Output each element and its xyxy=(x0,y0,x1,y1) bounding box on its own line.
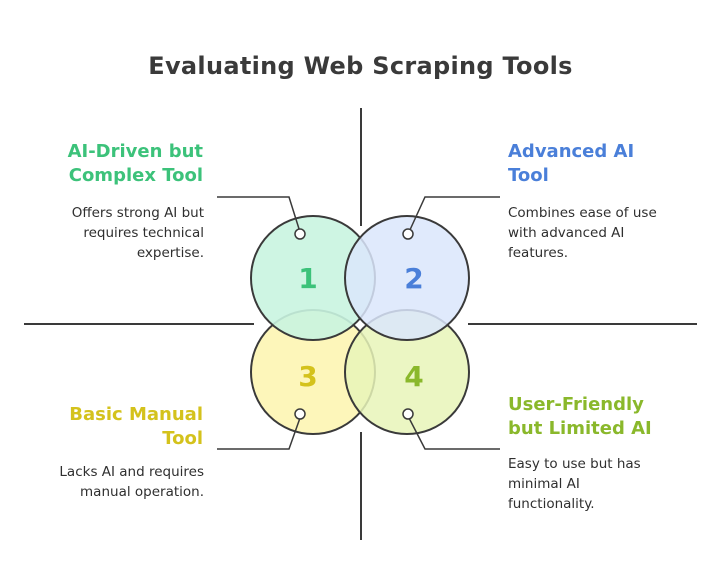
quadrant-2-description: Combines ease of use with advanced AI fe… xyxy=(508,203,708,263)
quadrant-1-description: Offers strong AI but requires technical … xyxy=(20,203,204,263)
quadrant-3-title-line2: Tool xyxy=(162,428,203,449)
quadrant-1-desc-line3: expertise. xyxy=(136,245,204,261)
quadrant-3-description: Lacks AI and requires manual operation. xyxy=(20,462,204,502)
circle-number-1: 1 xyxy=(298,262,317,295)
quadrant-2-title: Advanced AI Tool xyxy=(508,140,708,188)
quadrant-2-title-line2: Tool xyxy=(508,165,549,186)
quadrant-4-desc-line2: minimal AI xyxy=(508,476,580,492)
quadrant-2-desc-line3: features. xyxy=(508,245,569,261)
connector-dot-2 xyxy=(402,228,414,240)
connector-2 xyxy=(408,196,500,233)
connector-4 xyxy=(408,417,500,450)
circle-number-2: 2 xyxy=(404,262,423,295)
quadrant-4-description: Easy to use but has minimal AI functiona… xyxy=(508,454,708,514)
circle-number-4: 4 xyxy=(404,360,423,393)
connector-dot-1 xyxy=(294,228,306,240)
quadrant-1-title: AI-Driven but Complex Tool xyxy=(20,140,203,188)
connector-3 xyxy=(217,417,301,450)
quadrant-4-title: User-Friendly but Limited AI xyxy=(508,393,708,441)
quadrant-4-title-line2: but Limited AI xyxy=(508,418,652,439)
circle-2 xyxy=(344,215,470,341)
quadrant-1-title-line2: Complex Tool xyxy=(68,165,203,186)
diagram-title: Evaluating Web Scraping Tools xyxy=(148,52,573,80)
connector-1 xyxy=(217,196,301,233)
quadrant-4-desc-line3: functionality. xyxy=(508,496,595,512)
quadrant-3-title-line1: Basic Manual xyxy=(69,404,203,425)
quadrant-2-title-line1: Advanced AI xyxy=(508,141,635,162)
connector-dot-4 xyxy=(402,408,414,420)
quadrant-1-desc-line2: requires technical xyxy=(83,225,204,241)
connector-dot-3 xyxy=(294,408,306,420)
quadrant-1-title-line1: AI-Driven but xyxy=(67,141,203,162)
quadrant-3-title: Basic Manual Tool xyxy=(20,403,203,451)
circle-number-3: 3 xyxy=(298,360,317,393)
quadrant-4-title-line1: User-Friendly xyxy=(508,394,644,415)
quadrant-2-desc-line1: Combines ease of use xyxy=(508,205,657,221)
quadrant-3-desc-line1: Lacks AI and requires xyxy=(59,464,204,480)
quadrant-3-desc-line2: manual operation. xyxy=(80,484,204,500)
quadrant-1-desc-line1: Offers strong AI but xyxy=(71,205,204,221)
quadrant-4-desc-line1: Easy to use but has xyxy=(508,456,641,472)
quadrant-2-desc-line2: with advanced AI xyxy=(508,225,625,241)
